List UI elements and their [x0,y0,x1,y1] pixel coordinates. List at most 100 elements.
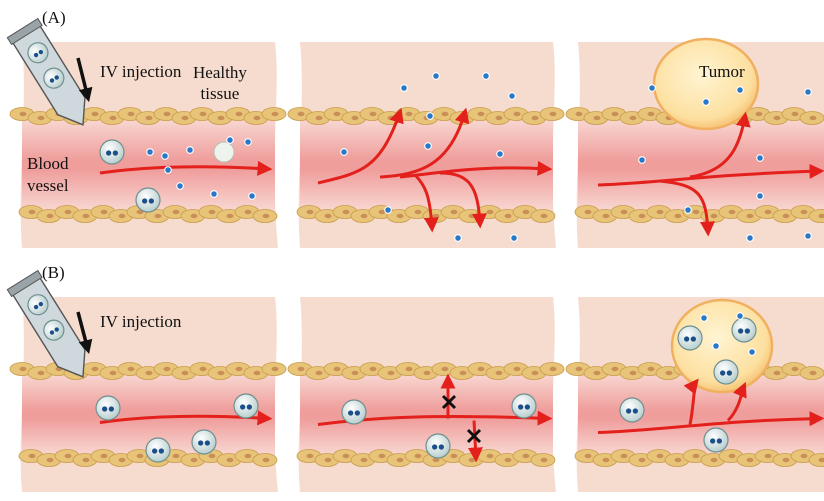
cell-nucleus [630,116,637,120]
cell-nucleus [621,454,628,458]
cell-nucleus [406,112,413,116]
cell-nucleus [541,458,548,462]
cell-nucleus [334,112,341,116]
cell-nucleus [272,367,279,371]
cell-nucleus [334,367,341,371]
nanoparticle-icon [649,85,656,92]
carrier-payload [348,410,353,415]
cell-nucleus [487,454,494,458]
cell-nucleus [352,371,359,375]
cell-nucleus [227,214,234,218]
nanoparticle-icon [685,207,692,214]
cell-nucleus [29,210,36,214]
cell-nucleus [47,214,54,218]
panel-b1 [7,271,286,492]
cell-nucleus [397,458,404,462]
carrier-payload [102,406,107,411]
nanoparticle-icon [483,73,490,80]
cell-nucleus [388,116,395,120]
cell-nucleus [603,214,610,218]
carrier-payload [691,336,696,341]
cell-nucleus [307,210,314,214]
cell-nucleus [433,214,440,218]
carrier-payload [738,328,743,333]
nanoparticle-icon [187,147,194,154]
cell-nucleus [675,458,682,462]
carrier-payload [684,336,689,341]
nanoparticle-icon [805,233,812,240]
blood-vessel-lumen [300,116,553,214]
cell-nucleus [307,454,314,458]
cell-nucleus [146,116,153,120]
nanoparticle-icon [757,155,764,162]
nanoparticle-icon [433,73,440,80]
cell-nucleus [316,371,323,375]
cell-nucleus [765,454,772,458]
cell-nucleus [657,210,664,214]
cell-nucleus [612,367,619,371]
cell-nucleus [550,112,557,116]
cell-nucleus [792,112,799,116]
cell-nucleus [810,116,817,120]
cell-nucleus [128,112,135,116]
cell-nucleus [209,454,216,458]
cell-nucleus [370,367,377,371]
cell-nucleus [442,367,449,371]
row-b-label: (B) [42,263,65,282]
cell-nucleus [478,367,485,371]
carrier-payload [525,404,530,409]
carrier-icon [678,326,702,350]
cell-nucleus [648,112,655,116]
cell-nucleus [460,371,467,375]
cell-nucleus [729,454,736,458]
cell-nucleus [505,214,512,218]
nanoparticle-icon [427,113,434,120]
carrier-payload [355,410,360,415]
cell-nucleus [155,214,162,218]
cell-nucleus [343,210,350,214]
cell-nucleus [532,371,539,375]
carrier-icon [342,400,366,424]
cell-nucleus [316,116,323,120]
cell-nucleus [783,458,790,462]
carrier-icon [96,396,120,420]
cell-nucleus [406,367,413,371]
nanoparticle-icon [341,149,348,156]
carrier-payload [240,404,245,409]
cell-nucleus [200,367,207,371]
cell-nucleus [424,371,431,375]
carrier-payload [142,198,147,203]
cell-nucleus [783,214,790,218]
cell-nucleus [263,214,270,218]
cell-nucleus [20,112,27,116]
cell-nucleus [65,454,72,458]
nanoparticle-icon [165,167,172,174]
carrier-payload [106,150,111,155]
tumor-label: Tumor [699,62,745,81]
cell-nucleus [666,371,673,375]
nanoparticle-icon [747,235,754,242]
nanoparticle-icon [749,349,756,356]
carrier-payload [710,438,715,443]
blood-vessel-line-1: Blood [27,153,69,175]
cell-nucleus [478,112,485,116]
cell-nucleus [101,210,108,214]
cell-nucleus [711,214,718,218]
cell-nucleus [65,210,72,214]
nanoparticle-icon [737,313,744,320]
cell-nucleus [298,112,305,116]
row-a-label: (A) [42,8,66,27]
carrier-payload [113,150,118,155]
nanoparticle-icon [737,87,744,94]
cell-nucleus [254,116,261,120]
cell-nucleus [227,458,234,462]
nanoparticle-icon [147,149,154,156]
cell-nucleus [272,112,279,116]
cell-nucleus [469,214,476,218]
cell-nucleus [505,458,512,462]
cell-nucleus [747,214,754,218]
cell-nucleus [693,210,700,214]
cell-nucleus [585,210,592,214]
cell-nucleus [810,371,817,375]
cell-nucleus [792,367,799,371]
